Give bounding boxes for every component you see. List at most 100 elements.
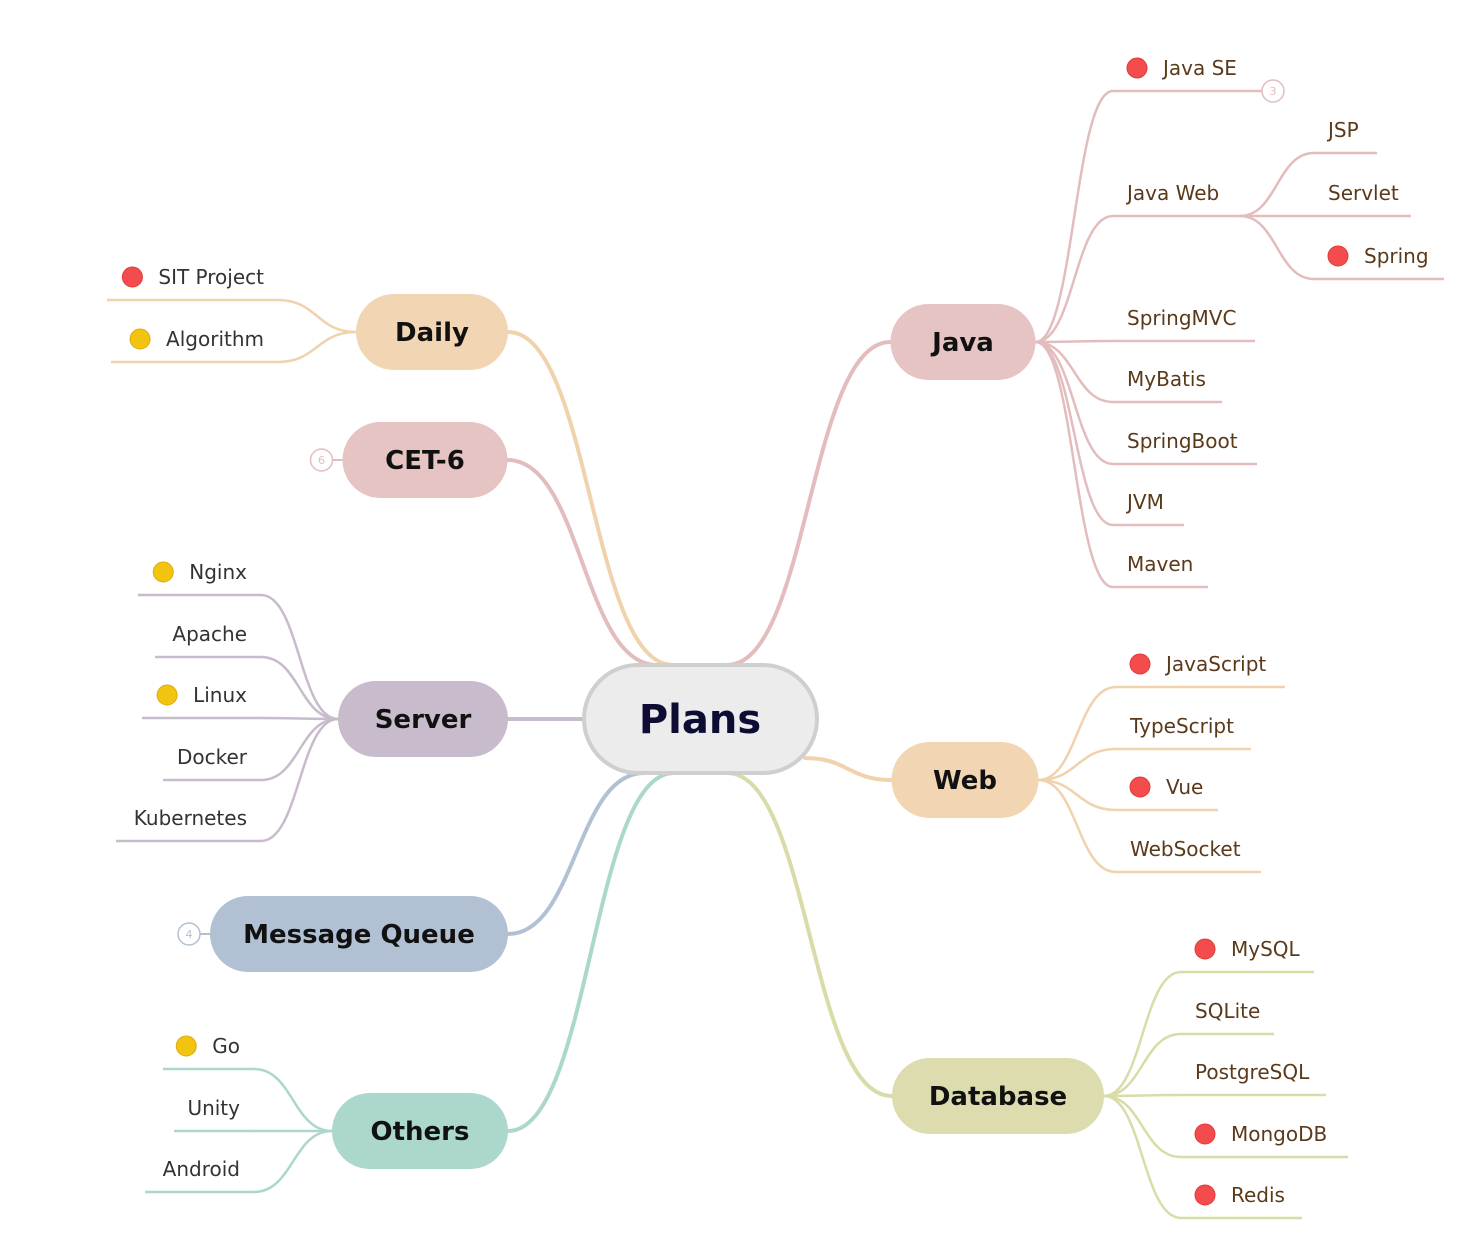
leaf-sqlite: SQLite [1195, 999, 1260, 1023]
leaf-springmvc: SpringMVC [1127, 306, 1236, 330]
topic-cet6-label: CET-6 [385, 446, 465, 476]
collapsed-count-badge [309, 448, 334, 472]
link-others [506, 771, 676, 1133]
topic-others [332, 1093, 508, 1169]
link-mongodb [1102, 1094, 1183, 1159]
leaf-apache: Apache [172, 622, 247, 646]
link-jsp [1238, 151, 1316, 218]
leaf-go: Go [212, 1034, 240, 1058]
leaf-servlet: Servlet [1328, 181, 1399, 205]
link-javascript [1037, 685, 1118, 782]
leaf-linux: Linux [193, 683, 247, 707]
leaf-docker: Docker [177, 745, 248, 769]
link-java-web [1034, 214, 1115, 344]
leaf-maven: Maven [1127, 552, 1193, 576]
leaf-websocket: WebSocket [1130, 837, 1241, 861]
leaf-sit-project: SIT Project [158, 265, 264, 289]
leaf-postgresql: PostgreSQL [1195, 1060, 1310, 1084]
link-go [252, 1067, 334, 1133]
link-jvm [1034, 340, 1115, 527]
leaf-typescript: TypeScript [1129, 714, 1234, 738]
leaf-unity: Unity [187, 1096, 240, 1120]
link-sit-project [276, 298, 358, 334]
priority-red-marker-icon [121, 266, 143, 288]
priority-red-marker-icon [1129, 653, 1151, 675]
leaf-jsp: JSP [1326, 118, 1359, 142]
priority-red-marker-icon [1194, 1184, 1216, 1206]
leaf-spring: Spring [1364, 244, 1429, 268]
link-docker [259, 717, 340, 782]
link-mq [506, 771, 646, 936]
link-algorithm [276, 330, 358, 364]
link-mybatis [1034, 340, 1115, 404]
link-websocket [1037, 778, 1118, 874]
link-sqlite [1102, 1032, 1183, 1098]
leaf-mybatis: MyBatis [1127, 367, 1206, 391]
link-android [252, 1129, 334, 1194]
link-spring [1238, 214, 1316, 281]
link-cet6 [505, 458, 659, 667]
link-maven [1034, 340, 1115, 589]
link-redis [1102, 1094, 1183, 1220]
priority-red-marker-icon [1126, 57, 1148, 79]
topic-java [890, 304, 1036, 380]
priority-yellow-marker-icon [156, 684, 178, 706]
topic-daily-label: Daily [395, 318, 469, 348]
leaf-springboot: SpringBoot [1127, 429, 1238, 453]
leaf-java-se: Java SE [1161, 56, 1237, 80]
link-apache [259, 655, 340, 721]
leaf-jvm: JVM [1125, 490, 1164, 514]
topic-cet6 [342, 422, 508, 498]
leaf-java-web: Java Web [1125, 181, 1219, 205]
leaf-android: Android [163, 1157, 240, 1181]
topic-database-label: Database [929, 1082, 1067, 1112]
topic-mq [210, 896, 508, 972]
collapsed-count-text: 4 [186, 928, 193, 941]
link-daily [506, 330, 675, 667]
link-springboot [1034, 340, 1115, 466]
leaf-mongodb: MongoDB [1231, 1122, 1327, 1146]
leaf-javascript: JavaScript [1164, 652, 1266, 676]
link-database [725, 771, 894, 1098]
collapsed-count-badge [177, 922, 201, 946]
topic-database [892, 1058, 1104, 1134]
leaf-kubernetes: Kubernetes [134, 806, 247, 830]
topic-java-label: Java [930, 328, 994, 358]
central-topic-label: Plans [639, 697, 761, 743]
priority-yellow-marker-icon [152, 561, 174, 583]
priority-red-marker-icon [1194, 938, 1216, 960]
priority-red-marker-icon [1129, 776, 1151, 798]
link-springmvc [1034, 339, 1115, 344]
leaf-nginx: Nginx [189, 560, 247, 584]
topic-web [891, 742, 1039, 818]
topic-others-label: Others [371, 1117, 470, 1147]
leaf-vue: Vue [1166, 775, 1203, 799]
priority-red-marker-icon [1327, 245, 1349, 267]
priority-yellow-marker-icon [129, 328, 151, 350]
leaf-redis: Redis [1231, 1183, 1285, 1207]
topic-web-label: Web [933, 766, 997, 796]
link-linux [259, 716, 340, 721]
topic-mq-label: Message Queue [243, 920, 475, 950]
link-java [725, 340, 893, 667]
link-typescript [1037, 747, 1118, 782]
link-kubernetes [259, 717, 340, 843]
topic-server-label: Server [375, 705, 472, 735]
link-nginx [259, 593, 340, 721]
leaf-algorithm: Algorithm [166, 327, 264, 351]
collapsed-count-text: 3 [1270, 85, 1277, 98]
priority-yellow-marker-icon [175, 1035, 197, 1057]
link-mysql [1102, 970, 1183, 1098]
central-topic [582, 663, 819, 775]
topic-server [338, 681, 508, 757]
connector-lines [107, 89, 1444, 1220]
link-postgresql [1102, 1093, 1183, 1098]
priority-red-marker-icon [1194, 1123, 1216, 1145]
link-web [803, 756, 894, 782]
leaf-mysql: MySQL [1231, 937, 1301, 961]
link-vue [1037, 778, 1118, 812]
collapsed-count-badge [1261, 79, 1285, 103]
topic-daily [356, 294, 508, 370]
